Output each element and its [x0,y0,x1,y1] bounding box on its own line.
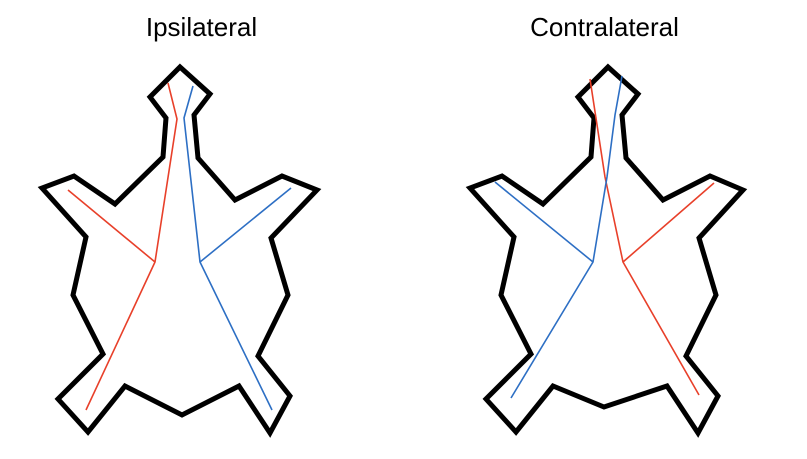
red-path-ipsilateral [85,82,178,411]
blue-branch-ipsilateral [199,187,292,263]
red-path-contralateral [589,78,700,396]
turtle-diagram-ipsilateral [37,63,322,438]
blue-path-ipsilateral [183,85,273,411]
panel-title-contralateral: Contralateral [530,12,679,42]
panel-ipsilateral: Ipsilateral [0,0,403,459]
panel-title-ipsilateral: Ipsilateral [145,12,258,42]
red-branch-contralateral [622,182,715,263]
turtle-diagram-contralateral [465,63,748,438]
blue-path-contralateral [510,75,623,399]
turtle-outline [465,63,748,438]
blue-branch-contralateral [494,181,594,263]
turtle-outline [37,63,322,438]
red-branch-ipsilateral [67,189,156,263]
panel-contralateral: Contralateral [403,0,806,459]
